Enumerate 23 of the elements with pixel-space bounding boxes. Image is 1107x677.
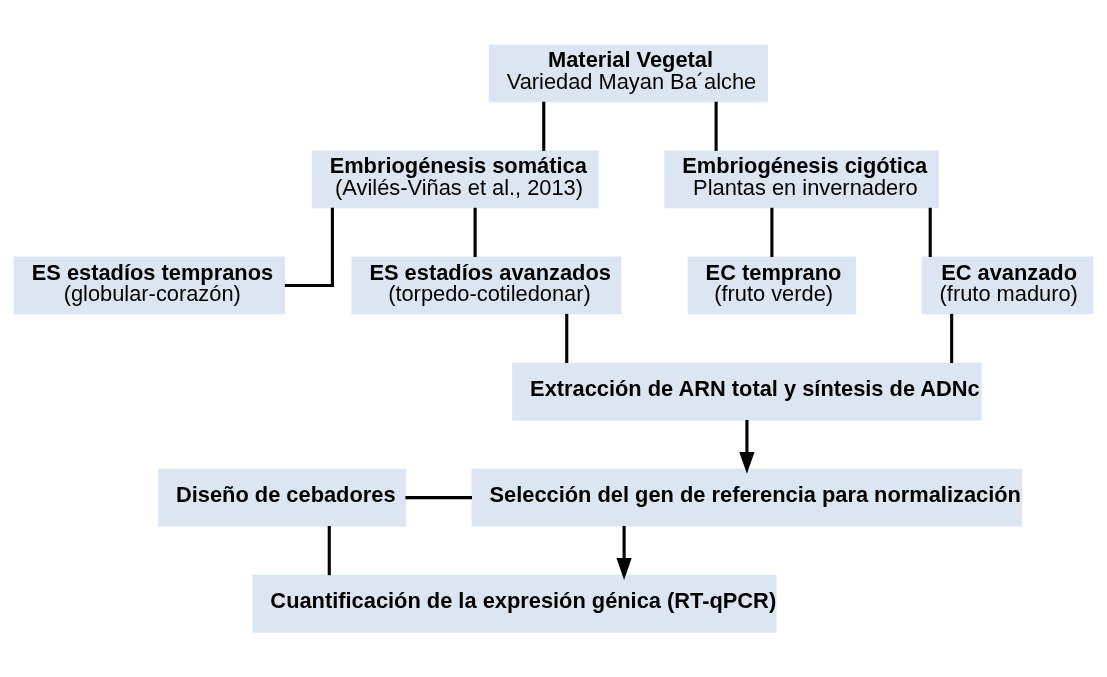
connector bbox=[405, 496, 472, 500]
connector bbox=[928, 207, 932, 257]
node-box: EC avanzado (fruto maduro) bbox=[921, 256, 1094, 315]
node-box: Diseño de cebadores bbox=[158, 468, 407, 527]
connector bbox=[542, 101, 546, 151]
node-box: ES estadíos tempranos (globular-corazón) bbox=[13, 256, 286, 315]
node-box: EC temprano (fruto verde) bbox=[687, 256, 857, 315]
node-box: Embriogénesis cigótica Plantas en invernadero bbox=[664, 150, 939, 209]
node-box: ES estadíos avanzados (torpedo-cotiledonar) bbox=[351, 256, 622, 315]
connector bbox=[770, 207, 774, 257]
node-box: Cuantificación de la expresión génica (RT-qPCR) bbox=[252, 574, 777, 633]
connector bbox=[327, 526, 331, 576]
node-box: Embriogénesis somática (Avilés-Viñas et al., 2013) bbox=[311, 150, 599, 209]
connector bbox=[950, 313, 954, 364]
arrow bbox=[739, 419, 755, 474]
connector bbox=[284, 207, 334, 287]
connector bbox=[565, 313, 569, 364]
node-box: Extracción de ARN total y síntesis de ADNc bbox=[512, 362, 982, 421]
connector bbox=[714, 101, 718, 151]
arrow bbox=[616, 526, 632, 580]
node-box: Selección del gen de referencia para normalización bbox=[471, 468, 1023, 527]
node-box: Material Vegetal Variedad Mayan Ba´alche bbox=[488, 44, 768, 103]
connector bbox=[473, 207, 477, 257]
